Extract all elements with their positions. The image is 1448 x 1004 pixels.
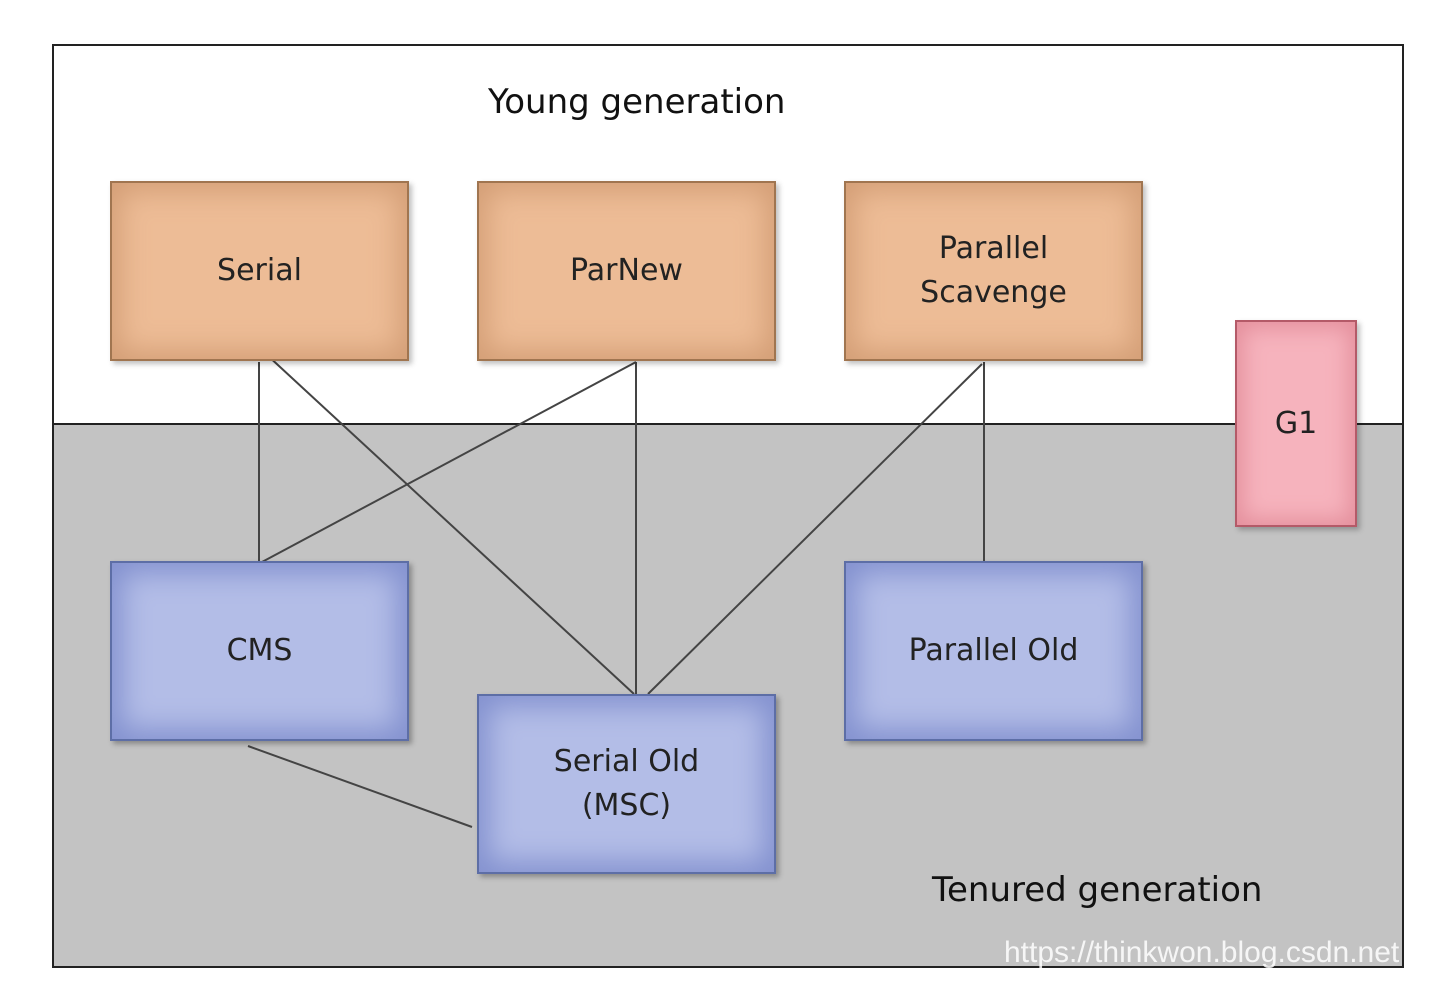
parallel-old-collector-label: Parallel Old bbox=[908, 633, 1079, 668]
serial-old-collector-box: Serial Old (MSC) bbox=[477, 694, 776, 874]
parallel-scavenge-label-line1: Parallel bbox=[938, 231, 1049, 266]
serial-old-label-line1: Serial Old bbox=[553, 744, 700, 779]
tenured-generation-label: Tenured generation bbox=[932, 870, 1263, 910]
serial-collector-label: Serial bbox=[217, 253, 302, 288]
parallel-old-collector-box: Parallel Old bbox=[844, 561, 1143, 741]
parallel-scavenge-collector-box: Parallel Scavenge bbox=[844, 181, 1143, 361]
watermark-url: https://thinkwon.blog.csdn.net bbox=[1004, 936, 1400, 969]
parallel-scavenge-label-line2: Scavenge bbox=[920, 275, 1067, 310]
young-generation-label: Young generation bbox=[488, 82, 786, 122]
g1-collector-box: G1 bbox=[1235, 320, 1357, 527]
g1-collector-label: G1 bbox=[1274, 405, 1318, 441]
parnew-collector-label: ParNew bbox=[570, 253, 683, 288]
serial-old-label-line2: (MSC) bbox=[581, 788, 672, 823]
parnew-collector-box: ParNew bbox=[477, 181, 776, 361]
serial-collector-box: Serial bbox=[110, 181, 409, 361]
cms-collector-label: CMS bbox=[226, 633, 293, 668]
cms-collector-box: CMS bbox=[110, 561, 409, 741]
